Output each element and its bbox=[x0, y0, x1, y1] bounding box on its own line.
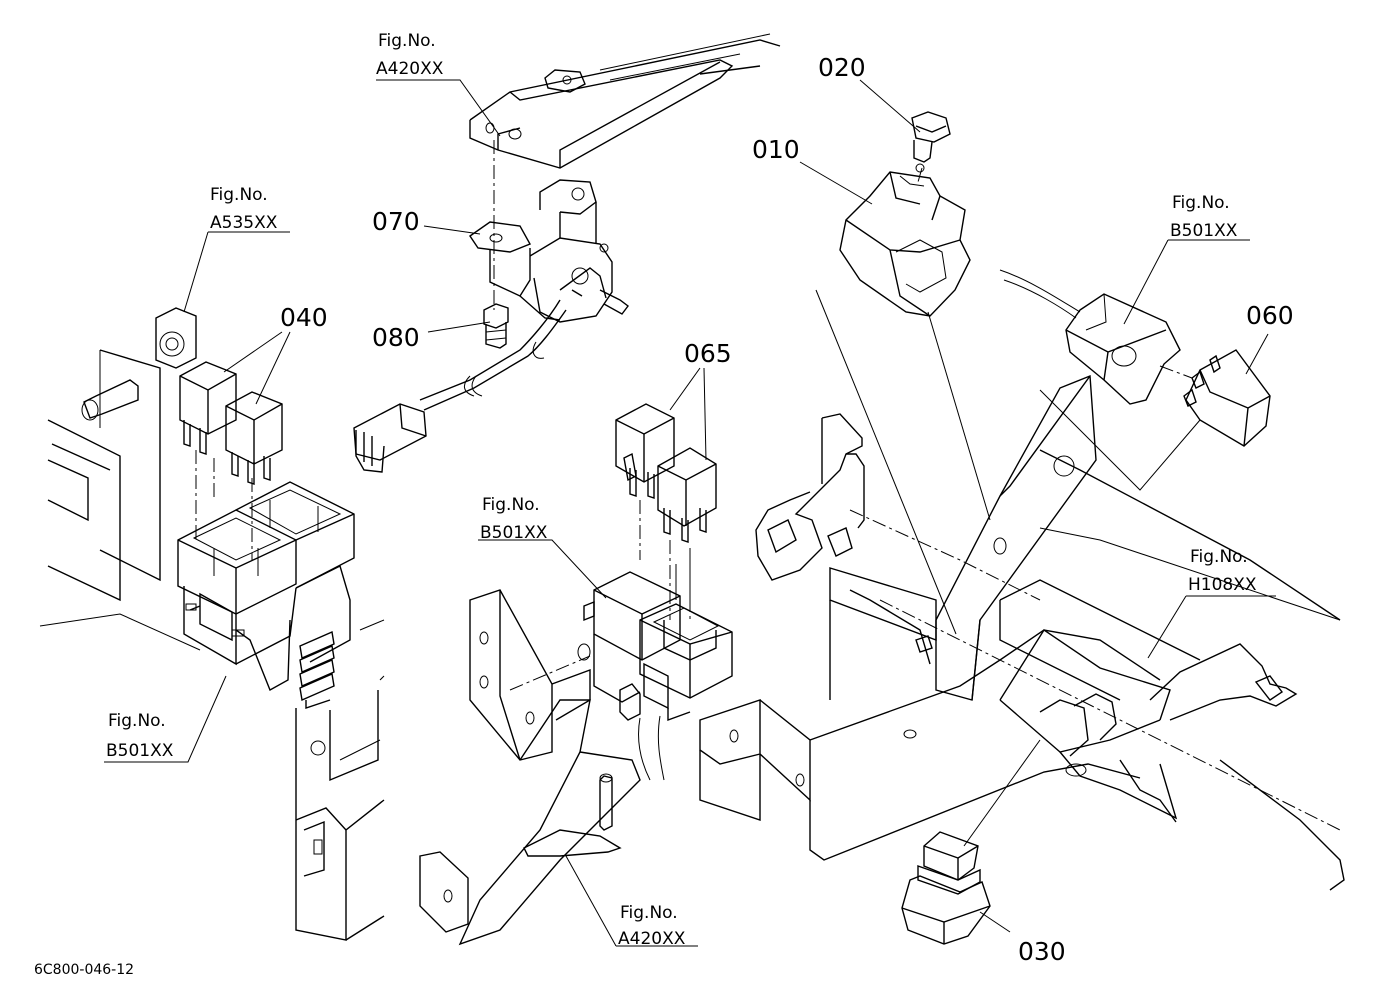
fig-ref-a420-top-line1: Fig.No. bbox=[378, 31, 436, 51]
part-label-065: 065 bbox=[684, 339, 732, 368]
part-label-030: 030 bbox=[1018, 937, 1066, 966]
fig-ref-a420-top-line2: A420XX bbox=[376, 59, 444, 79]
starter-relay-070 bbox=[353, 179, 629, 473]
fig-ref-h108-line1: Fig.No. bbox=[1190, 547, 1248, 567]
fig-ref-a420-top: Fig.No. A420XX bbox=[376, 31, 444, 79]
relay-holder-right bbox=[999, 269, 1181, 405]
fig-ref-a420-bottom-line2: A420XX bbox=[618, 929, 686, 949]
fig-ref-b501-left: Fig.No. B501XX bbox=[106, 711, 174, 761]
flasher-unit-010 bbox=[839, 111, 971, 317]
fig-ref-b501-center-line2: B501XX bbox=[480, 523, 548, 543]
part-label-040: 040 bbox=[280, 303, 328, 332]
relay-040-left bbox=[179, 361, 237, 455]
relay-040-right bbox=[225, 391, 283, 485]
fig-ref-b501-right-line1: Fig.No. bbox=[1172, 193, 1230, 213]
fig-ref-a535-line1: Fig.No. bbox=[210, 185, 268, 205]
part-label-070: 070 bbox=[372, 207, 420, 236]
fig-ref-h108: Fig.No. H108XX bbox=[1188, 547, 1257, 595]
top-frame-bracket bbox=[469, 33, 781, 169]
relay-060 bbox=[1159, 349, 1271, 447]
fig-ref-b501-left-line2: B501XX bbox=[106, 741, 174, 761]
clip-030 bbox=[901, 831, 991, 945]
bolt-080 bbox=[483, 140, 509, 349]
fig-ref-b501-center: Fig.No. B501XX bbox=[480, 495, 548, 543]
center-pedal-bracket bbox=[419, 589, 641, 946]
leader-lines bbox=[104, 79, 1276, 947]
fig-ref-b501-right-line2: B501XX bbox=[1170, 221, 1238, 241]
fig-ref-b501-right: Fig.No. B501XX bbox=[1170, 193, 1238, 241]
fig-ref-a535: Fig.No. A535XX bbox=[210, 185, 278, 233]
relay-065-left bbox=[615, 403, 675, 499]
part-label-010: 010 bbox=[752, 135, 800, 164]
left-vertical-bracket bbox=[295, 619, 385, 941]
fig-ref-a535-line2: A535XX bbox=[210, 213, 278, 233]
part-label-080: 080 bbox=[372, 323, 420, 352]
left-mount-bracket bbox=[39, 307, 201, 651]
relay-holder-center bbox=[577, 560, 733, 781]
relay-065-right bbox=[639, 447, 717, 620]
fig-ref-b501-left-line1: Fig.No. bbox=[108, 711, 166, 731]
fig-ref-h108-line2: H108XX bbox=[1188, 575, 1257, 595]
fig-ref-a420-bottom-line1: Fig.No. bbox=[620, 903, 678, 923]
right-frame-bracket bbox=[699, 374, 1345, 891]
fig-ref-b501-center-line1: Fig.No. bbox=[482, 495, 540, 515]
part-label-060: 060 bbox=[1246, 301, 1294, 330]
part-label-020: 020 bbox=[818, 53, 866, 82]
fig-ref-a420-bottom: Fig.No. A420XX bbox=[618, 903, 686, 949]
drawing-code: 6C800-046-12 bbox=[34, 962, 134, 978]
relay-holder-left bbox=[177, 450, 355, 709]
